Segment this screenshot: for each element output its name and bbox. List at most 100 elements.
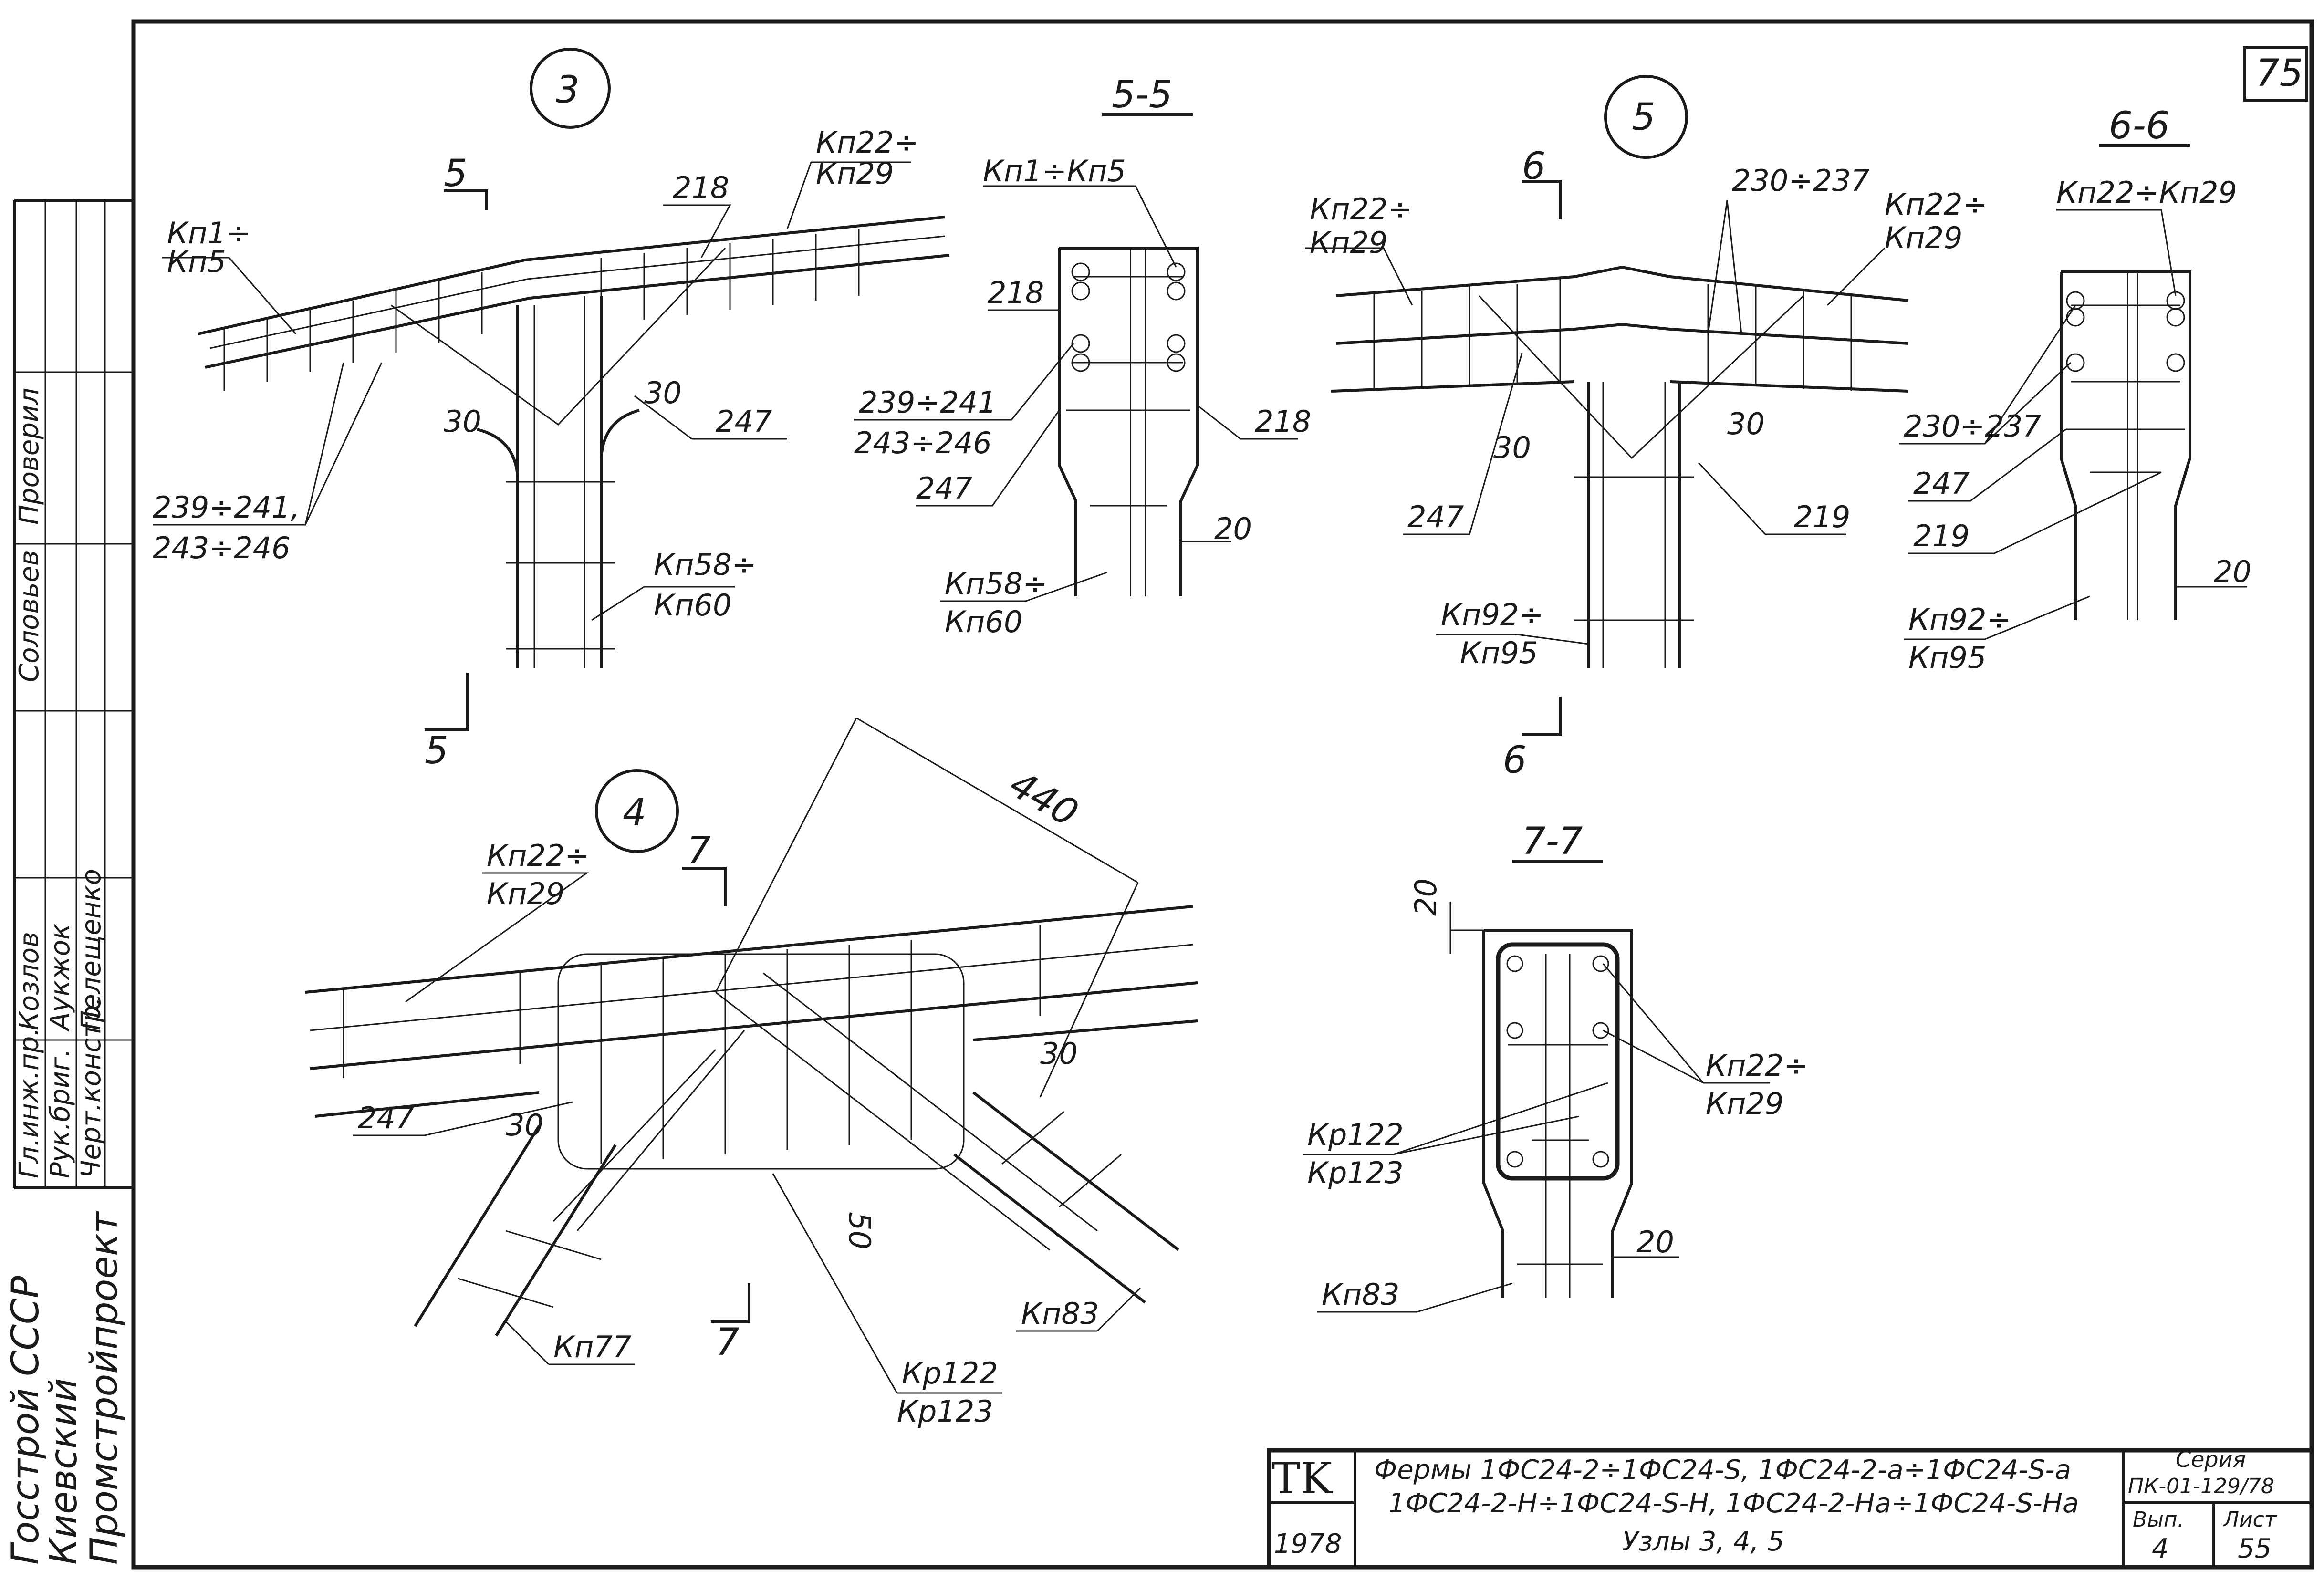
n4-label-kp83: Кп83 [1021, 1296, 1099, 1331]
n4-dim-50: 50 [842, 1212, 877, 1249]
n5-label-230: 230÷237 [1732, 163, 1870, 198]
role-2: Рук.бриг. [45, 1049, 76, 1178]
node-5-cut-bottom: 6 [1503, 739, 1527, 782]
n5-label-angle-right: 30 [1727, 406, 1765, 441]
org-line-1: Госстрой СССР [4, 1276, 47, 1565]
s55-label-kp1-5: Кп1÷Кп5 [983, 154, 1126, 188]
label-kp29: Кп29 [816, 156, 894, 191]
s66-label-219: 219 [1913, 519, 1970, 553]
stamp-year: 1978 [1274, 1529, 1342, 1560]
stamp-series-value: ПК-01-129/78 [2128, 1474, 2274, 1498]
title-stamp: TK 1978 Фермы 1ФС24-2÷1ФС24-S, 1ФС24-2-а… [1267, 1446, 2314, 1570]
n4-label-angle-right: 30 [1040, 1036, 1078, 1071]
label-243: 243÷246 [153, 530, 291, 565]
s66-label-kp22-29: Кп22÷Кп29 [2056, 175, 2237, 210]
org-line-2: Киевский [42, 1378, 85, 1565]
n5-label-247: 247 [1407, 499, 1464, 534]
stamp-page-label: Лист [2222, 1508, 2277, 1532]
s77-label-kp22: Кп22÷ [1706, 1048, 1808, 1083]
section-5-5-title: 5-5 [1112, 73, 1172, 116]
s77-label-kr123: Кр123 [1307, 1155, 1404, 1190]
org-line-3: Промстройпроект [83, 1211, 126, 1565]
n5-label-kp29-right: Кп29 [1885, 220, 1962, 255]
s77-label-kr122: Кр122 [1307, 1117, 1404, 1152]
node-3-cut-bottom: 5 [425, 729, 448, 772]
n4-dim-440: 440 [1002, 763, 1085, 835]
n5-label-angle-left: 30 [1493, 430, 1531, 465]
node-5-cut-top: 6 [1522, 145, 1546, 188]
section-7-7-view: 7-7 20 Кп22÷ Кп29 Кр122 Кр123 20 Кп83 [1303, 820, 1808, 1313]
stamp-tk: TK [1271, 1454, 1333, 1504]
section-5-5-view: 5-5 Кп1÷Кп5 218 218 239÷241 243÷246 247 … [854, 73, 1311, 639]
n5-label-kp92: Кп92÷ [1441, 597, 1543, 632]
node-5-marker [1604, 75, 1688, 159]
node-5-number: 5 [1632, 96, 1656, 139]
s66-label-kp92: Кп92÷ [1908, 602, 2011, 637]
s55-label-218-right: 218 [1255, 404, 1311, 439]
n5-label-kp22-left: Кп22÷ [1310, 192, 1412, 227]
stamp-page-value: 55 [2238, 1533, 2272, 1564]
label-kp22: Кп22÷ [816, 125, 918, 160]
s55-dim-20: 20 [1214, 511, 1252, 546]
node-3-marker [530, 48, 611, 129]
label-247: 247 [716, 404, 772, 439]
s77-label-kp29: Кп29 [1706, 1086, 1783, 1121]
section-7-7-title: 7-7 [1522, 820, 1583, 863]
n5-label-kp22-right: Кп22÷ [1885, 187, 1987, 222]
s77-dim-20: 20 [1636, 1225, 1674, 1259]
s55-label-239: 239÷241 [859, 385, 997, 420]
stamp-series-label: Серия [2176, 1446, 2246, 1472]
node-4-number: 4 [623, 791, 646, 834]
s55-label-kp60: Кп60 [945, 604, 1022, 639]
section-6-6-view: 6-6 Кп22÷Кп29 230÷237 247 219 Кп92÷ Кп95… [1899, 104, 2251, 675]
s55-label-247: 247 [916, 471, 972, 506]
role-3: Черт.констр. [76, 997, 107, 1178]
s66-label-230: 230÷237 [1904, 409, 2042, 444]
label-kp1: Кп1÷ [167, 216, 251, 250]
stamp-title-line-1: Фермы 1ФС24-2÷1ФС24-S, 1ФС24-2-а÷1ФС24-S… [1374, 1455, 2071, 1486]
s77-dim-20-top: 20 [1408, 878, 1443, 916]
node-4-view: 4 440 7 7 Кп22÷ Кп29 247 30 30 5 [305, 717, 1198, 1429]
n4-label-kp22: Кп22÷ [487, 838, 589, 873]
n4-label-kp29: Кп29 [487, 876, 564, 911]
stamp-issue-label: Вып. [2133, 1508, 2184, 1532]
node-3-cut-top: 5 [444, 152, 468, 195]
s66-label-kp95: Кп95 [1908, 640, 1986, 675]
stamp-title-line-2: 1ФС24-2-Н÷1ФС24-S-Н, 1ФС24-2-На÷1ФС24-S-… [1388, 1488, 2079, 1519]
node-3-view: 3 5 5 Кп1÷ Кп5 Кп22÷ [153, 48, 950, 772]
n5-label-kp29-left: Кп29 [1310, 225, 1387, 260]
label-kp5: Кп5 [167, 244, 226, 279]
n5-label-kp95: Кп95 [1460, 635, 1538, 670]
s55-label-218-left: 218 [988, 275, 1044, 310]
s77-label-kp83: Кп83 [1322, 1277, 1399, 1312]
n4-label-kr123: Кр123 [897, 1394, 993, 1429]
checked-name-visible: Соловьев [14, 550, 45, 682]
stamp-title-line-3: Узлы 3, 4, 5 [1622, 1526, 1784, 1557]
label-angle-right: 30 [644, 375, 682, 410]
checked-role: Проверил [14, 388, 45, 525]
label-218: 218 [673, 170, 729, 205]
sheet-frame: 75 [131, 19, 2314, 1570]
node-4-cut-top: 7 [687, 830, 711, 873]
section-6-6-title: 6-6 [2109, 104, 2169, 147]
name-1: Козлов [14, 932, 45, 1030]
name-2: Аукжок [45, 924, 76, 1032]
node-4-cut-bottom: 7 [716, 1321, 740, 1364]
sheet-number: 75 [2256, 52, 2303, 95]
n4-label-kp77: Кп77 [553, 1330, 631, 1364]
s55-label-243: 243÷246 [854, 426, 992, 460]
label-kp60: Кп60 [654, 588, 731, 623]
name-3: Пелещенко [76, 869, 107, 1030]
s55-label-kp58: Кп58÷ [945, 566, 1047, 601]
n4-label-247: 247 [358, 1101, 414, 1135]
node-3-number: 3 [556, 69, 580, 112]
n5-label-219: 219 [1794, 499, 1850, 534]
side-title-block: Проверил Соловьев Соловьев Гл.инж.пр. Ру… [4, 199, 134, 1565]
n4-label-kr122: Кр122 [902, 1356, 998, 1391]
s66-dim-20: 20 [2214, 554, 2251, 589]
s66-label-247: 247 [1913, 466, 1970, 501]
n4-label-angle-left: 30 [506, 1108, 543, 1143]
label-239: 239÷241, [153, 490, 300, 525]
stamp-issue-value: 4 [2152, 1533, 2169, 1564]
